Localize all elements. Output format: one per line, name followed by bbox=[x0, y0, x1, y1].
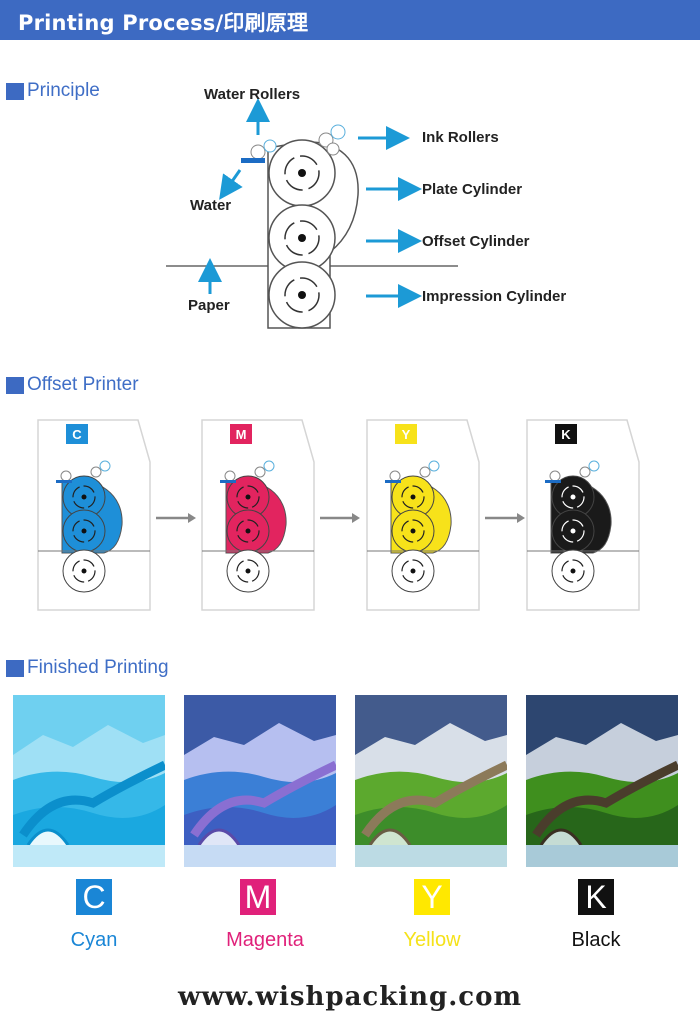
page-title: Printing Process/印刷原理 bbox=[18, 11, 309, 35]
label-ink-rollers: Ink Rollers bbox=[422, 129, 499, 146]
black-tile: K bbox=[578, 879, 614, 915]
unit-letter: K bbox=[561, 427, 571, 442]
label-water-rollers: Water Rollers bbox=[204, 86, 300, 103]
unit-letter: C bbox=[72, 427, 82, 442]
label-paper: Paper bbox=[188, 297, 230, 314]
photo-cyan bbox=[13, 695, 165, 867]
label-impression-cylinder: Impression Cylinder bbox=[422, 288, 566, 305]
principle-diagram: Water Rollers Water Paper Ink Rollers Pl… bbox=[166, 86, 566, 329]
unit-letter: Y bbox=[402, 427, 411, 442]
yellow-label: Yellow bbox=[403, 929, 461, 951]
yellow-tile: Y bbox=[414, 879, 450, 915]
unit-letter: M bbox=[236, 427, 247, 442]
offset-unit-black: K bbox=[526, 419, 640, 611]
offset-unit-magenta: M bbox=[201, 419, 360, 611]
impression-cylinder bbox=[268, 261, 336, 329]
section-title-offset-printer: Offset Printer bbox=[27, 374, 139, 395]
unit-letter-tag bbox=[395, 424, 417, 444]
magenta-tile: M bbox=[240, 879, 276, 915]
footer-url: www.wishpacking.com bbox=[178, 982, 522, 1012]
offset-unit-yellow: Y bbox=[366, 419, 525, 611]
section-title-principle: Principle bbox=[27, 80, 100, 101]
label-plate-cylinder: Plate Cylinder bbox=[422, 181, 522, 198]
water-arrow bbox=[219, 169, 243, 200]
offset-unit-cyan: C bbox=[37, 419, 196, 611]
water-rollers bbox=[241, 139, 277, 163]
cyan-tile: C bbox=[76, 879, 112, 915]
photo-black bbox=[526, 695, 678, 867]
section-marker-icon bbox=[6, 376, 24, 394]
photo-yellow bbox=[355, 695, 507, 867]
section-marker-icon bbox=[6, 659, 24, 677]
unit-letter-tag bbox=[555, 424, 577, 444]
section-marker-icon bbox=[6, 82, 24, 100]
ink-rollers bbox=[318, 124, 346, 156]
section-finished-printing: Finished Printing bbox=[6, 657, 169, 679]
section-principle: Principle bbox=[6, 80, 100, 102]
unit-letter-tag bbox=[230, 424, 252, 444]
label-water: Water bbox=[190, 197, 231, 214]
unit-letter-tag bbox=[66, 424, 88, 444]
magenta-label: Magenta bbox=[226, 929, 304, 951]
black-label: Black bbox=[571, 929, 621, 951]
label-offset-cylinder: Offset Cylinder bbox=[422, 233, 530, 250]
header-bar: Printing Process/印刷原理 bbox=[0, 0, 700, 40]
section-title-finished-printing: Finished Printing bbox=[27, 657, 169, 678]
section-offset-printer: Offset Printer bbox=[6, 374, 139, 396]
photo-magenta bbox=[184, 695, 336, 867]
cyan-label: Cyan bbox=[70, 929, 118, 951]
